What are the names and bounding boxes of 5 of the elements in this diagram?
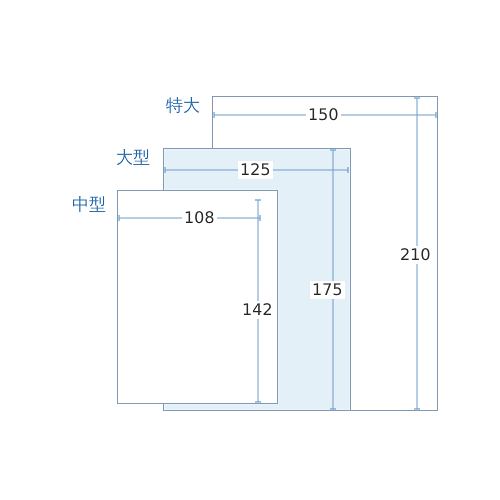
dimension-text: 125 bbox=[238, 161, 273, 179]
size-label: 中型 bbox=[72, 195, 106, 215]
size-label: 特大 bbox=[166, 96, 200, 116]
size-label: 大型 bbox=[116, 148, 150, 168]
dimension-text: 175 bbox=[310, 281, 345, 299]
